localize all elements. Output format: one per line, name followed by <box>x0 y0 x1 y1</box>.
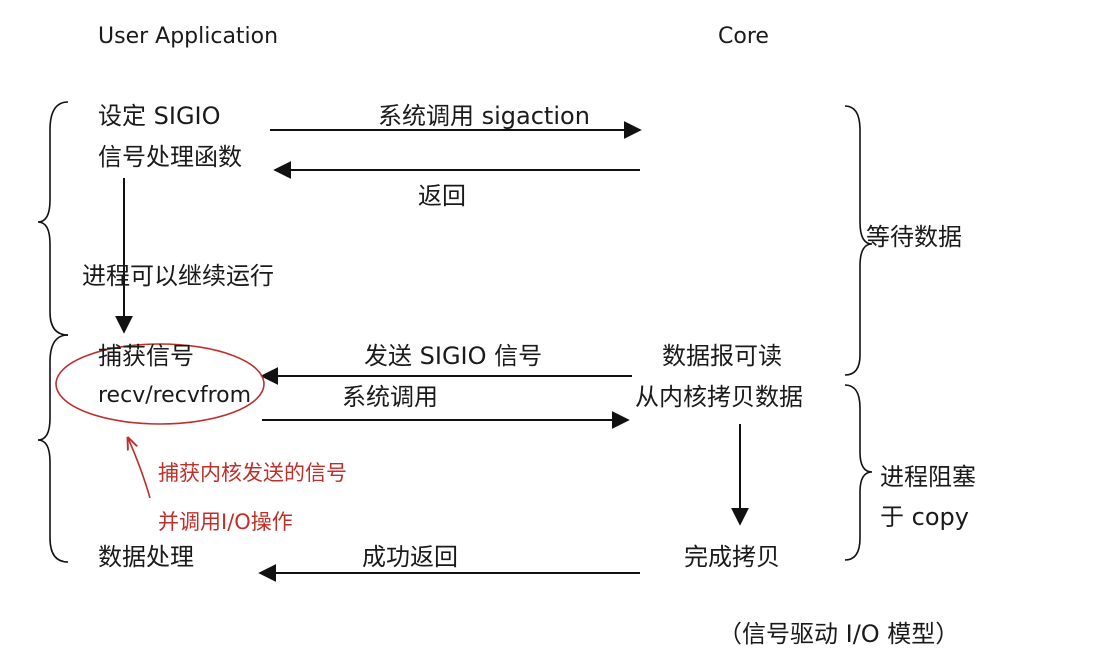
phase-blocked: 进程阻塞 <box>880 463 976 491</box>
label-syscall-sigaction: 系统调用 sigaction <box>378 102 590 130</box>
left-brace-bottom <box>37 334 69 563</box>
label-set-sigio: 设定 SIGIO <box>98 102 221 130</box>
phase-blocked-copy: 于 copy <box>880 503 969 531</box>
right-brace-wait <box>844 105 873 376</box>
right-brace-blocked <box>844 384 873 561</box>
label-signal-handler: 信号处理函数 <box>98 143 242 171</box>
label-syscall: 系统调用 <box>342 383 438 411</box>
annotation-line-1: 捕获内核发送的信号 <box>158 461 347 485</box>
phase-wait-data: 等待数据 <box>866 223 962 251</box>
header-user-application: User Application <box>98 24 279 49</box>
label-capture-signal: 捕获信号 <box>98 342 194 370</box>
label-copy-complete: 完成拷贝 <box>684 543 780 571</box>
label-data-processing: 数据处理 <box>98 543 194 571</box>
label-copy-from-kernel: 从内核拷贝数据 <box>635 383 803 411</box>
left-brace-top <box>37 101 69 336</box>
diagram-caption: （信号驱动 I/O 模型） <box>718 620 960 648</box>
label-datagram-readable: 数据报可读 <box>662 342 782 370</box>
label-return-success: 成功返回 <box>362 543 458 571</box>
highlight-ellipse <box>55 343 265 425</box>
annotation-line-2: 并调用I/O操作 <box>158 510 293 534</box>
annotation-arrow <box>128 438 151 499</box>
label-recvfrom: recv/recvfrom <box>98 383 252 408</box>
label-process-continues: 进程可以继续运行 <box>82 262 274 290</box>
label-return: 返回 <box>418 182 466 210</box>
header-core: Core <box>718 24 769 49</box>
label-send-sigio: 发送 SIGIO 信号 <box>364 342 543 370</box>
